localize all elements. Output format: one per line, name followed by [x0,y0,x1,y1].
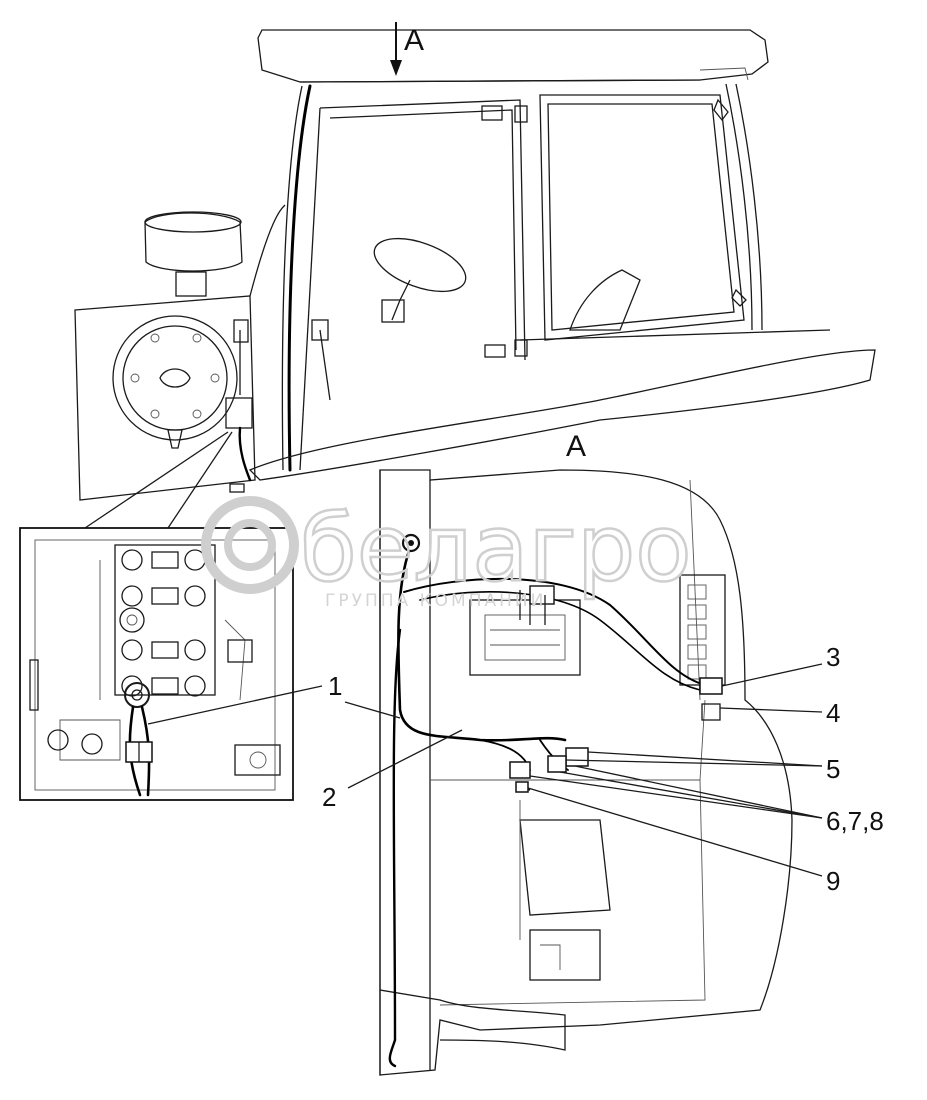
watermark: белагро ГРУППА КОМПАНИИ [201,494,693,611]
callout-1: 1 [328,671,342,701]
detail-view-label: A [566,430,586,463]
watermark-brand: белагро [300,495,692,602]
callouts: 1 2 3 4 5 6,7,8 9 [147,642,884,896]
callout-4: 4 [826,698,840,728]
detail-view-a [379,469,793,1076]
fuse-block [114,544,216,697]
callout-5: 5 [826,754,840,784]
detail-inset [19,431,294,801]
view-arrow: A [390,22,424,76]
view-arrow-label: A [404,24,424,57]
callout-2: 2 [322,782,336,812]
tractor-cab-view [74,29,876,501]
watermark-subtitle: ГРУППА КОМПАНИИ [325,591,546,611]
callout-6-7-8: 6,7,8 [826,806,884,836]
callout-3: 3 [826,642,840,672]
callout-9: 9 [826,866,840,896]
